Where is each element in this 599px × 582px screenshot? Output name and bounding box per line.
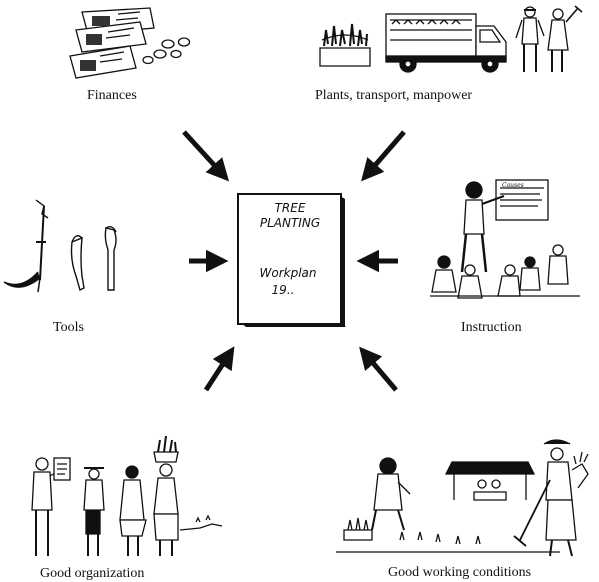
instruction-illustration: Causes (430, 179, 580, 299)
workplan-book: TREE PLANTING Workplan 19.. (237, 193, 346, 327)
arrows (182, 130, 406, 392)
truck-plants-workers-illustration (319, 5, 583, 73)
arrow-working-conditions (359, 346, 398, 392)
label-instruction: Instruction (461, 320, 522, 335)
organization-illustration (31, 435, 223, 556)
working-conditions-illustration (336, 439, 589, 557)
label-plants-transport-manpower: Plants, transport, manpower (315, 88, 473, 103)
arrow-finances (182, 130, 230, 182)
money-icon (69, 7, 191, 79)
label-good-working-conditions: Good working conditions (388, 565, 532, 580)
svg-text:Causes: Causes (502, 182, 524, 189)
book-subtitle-line1: Workplan (260, 266, 317, 280)
label-good-organization: Good organization (40, 566, 145, 581)
arrow-plants (361, 130, 406, 182)
label-tools: Tools (53, 320, 84, 335)
label-finances: Finances (87, 88, 137, 103)
book-subtitle-line2: 19.. (272, 283, 295, 297)
book-title-line1: TREE (275, 201, 306, 215)
book-title-line2: PLANTING (260, 216, 320, 230)
tools-illustration (3, 199, 117, 293)
arrow-organization (203, 346, 235, 392)
